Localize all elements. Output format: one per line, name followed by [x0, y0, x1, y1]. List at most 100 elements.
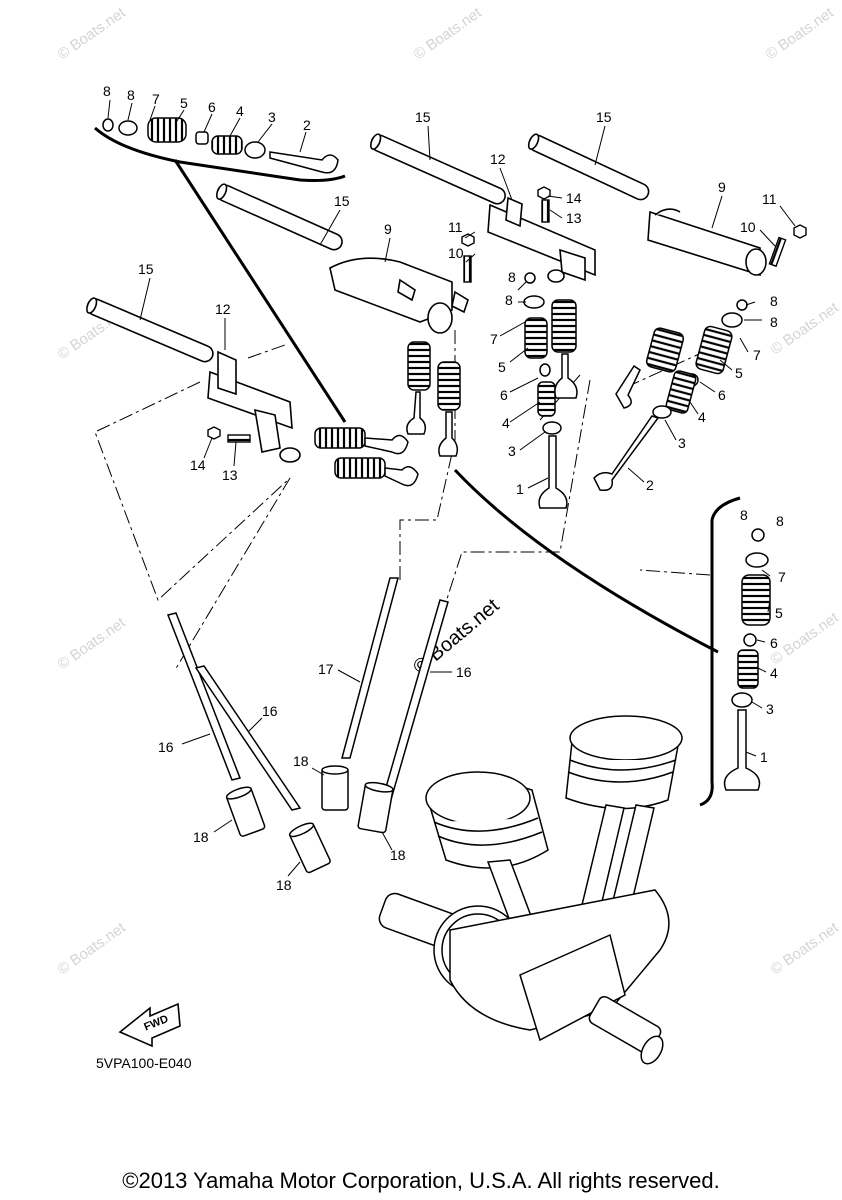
rocker-arm-left — [207, 350, 301, 463]
callout-6: 6 — [718, 387, 726, 403]
valve — [269, 151, 339, 174]
callout-11: 11 — [762, 191, 777, 207]
callout-6: 6 — [770, 635, 778, 651]
callout-7: 7 — [753, 347, 761, 363]
valve-spring — [437, 361, 461, 411]
callout-9: 9 — [384, 221, 392, 237]
callout-3: 3 — [766, 701, 774, 717]
spring-retainer — [523, 295, 545, 309]
callout-5: 5 — [498, 359, 506, 375]
callout-6: 6 — [208, 99, 216, 115]
callout-15: 15 — [415, 109, 431, 125]
callout-16: 16 — [262, 703, 278, 719]
valve-spring — [551, 299, 577, 353]
engine-assembly — [378, 715, 683, 1065]
callout-6: 6 — [500, 387, 508, 403]
valve-cotter — [524, 272, 536, 284]
valve — [406, 391, 427, 435]
callout-9: 9 — [718, 179, 726, 195]
callout-12: 12 — [215, 301, 231, 317]
callout-5: 5 — [180, 95, 188, 111]
callout-1: 1 — [760, 749, 768, 765]
watermark: © Boats.net — [768, 299, 842, 358]
valve — [615, 364, 641, 409]
leader-lines — [107, 99, 796, 877]
valve-stem-seal — [195, 131, 209, 145]
valve-spring-inner — [737, 649, 759, 689]
callout-12: 12 — [490, 151, 506, 167]
valve-parts-top-left — [102, 117, 339, 174]
valve-stack-right — [593, 299, 748, 492]
callout-15: 15 — [596, 109, 612, 125]
push-rods — [166, 577, 449, 811]
callout-7: 7 — [778, 569, 786, 585]
push-rod-16 — [166, 612, 242, 781]
valve-spring-outer — [741, 574, 771, 626]
small-hardware — [207, 186, 807, 443]
watermark: © Boats.net — [411, 4, 486, 63]
callout-13: 13 — [222, 467, 238, 483]
callout-16: 16 — [158, 739, 174, 755]
fwd-arrow-icon: FWD — [118, 1002, 181, 1048]
callout-18: 18 — [390, 847, 406, 863]
callout-2: 2 — [646, 477, 654, 493]
bracket-lines — [94, 126, 741, 807]
callout-14: 14 — [190, 457, 206, 473]
tappet — [225, 786, 266, 837]
rocker-shaft — [86, 297, 214, 363]
tappet — [357, 781, 394, 834]
watermark: © Boats.net — [55, 614, 130, 673]
rocker-shafts — [86, 133, 650, 363]
valve — [538, 435, 568, 509]
rocker-arm-center — [329, 257, 469, 334]
spring-retainer — [118, 120, 138, 136]
callout-8: 8 — [127, 87, 135, 103]
callout-4: 4 — [502, 415, 510, 431]
callout-8: 8 — [103, 83, 111, 99]
valve-horizontal — [384, 466, 419, 487]
callout-3: 3 — [678, 435, 686, 451]
valve-spring-horizontal — [334, 457, 386, 479]
callout-3: 3 — [508, 443, 516, 459]
rocker-shaft — [369, 133, 506, 205]
nut-14 — [207, 426, 221, 440]
rocker-arm-right — [487, 196, 596, 283]
rocker-arms — [207, 196, 767, 463]
tappets — [225, 765, 394, 874]
callout-14: 14 — [566, 190, 582, 206]
valve-stem-seal — [743, 633, 757, 647]
valve-cotter — [736, 299, 748, 311]
callout-4: 4 — [770, 665, 778, 681]
valve-spring-outer — [147, 117, 187, 143]
push-rod-17 — [341, 577, 399, 759]
adjuster-10 — [463, 255, 472, 283]
valve — [554, 353, 578, 399]
callout-2: 2 — [303, 117, 311, 133]
nut-14 — [537, 186, 551, 200]
rocker-shaft — [527, 133, 650, 201]
callout-18: 18 — [293, 753, 309, 769]
push-rod-16 — [194, 665, 302, 811]
spring-seat — [731, 692, 753, 708]
rocker-shaft — [215, 183, 343, 251]
callout-8: 8 — [740, 507, 748, 523]
valve-spring-inner — [211, 135, 243, 155]
tappet — [321, 765, 349, 811]
valve — [438, 411, 459, 457]
spring-seat — [244, 141, 266, 159]
callout-7: 7 — [490, 331, 498, 347]
watermark: © Boats.net — [55, 919, 130, 978]
callout-4: 4 — [236, 103, 244, 119]
callout-7: 7 — [152, 91, 160, 107]
spring-retainer — [745, 552, 769, 568]
callout-8: 8 — [776, 513, 784, 529]
watermark: © Boats.net — [763, 4, 838, 63]
valve — [723, 709, 761, 791]
callout-13: 13 — [566, 210, 582, 226]
callout-8: 8 — [505, 292, 513, 308]
valve-spring-horizontal — [314, 427, 366, 449]
valve-horizontal — [364, 434, 409, 455]
diagram-code: 5VPA100-E040 — [96, 1055, 192, 1071]
spring-seat — [652, 405, 672, 419]
piston-front — [425, 771, 549, 949]
